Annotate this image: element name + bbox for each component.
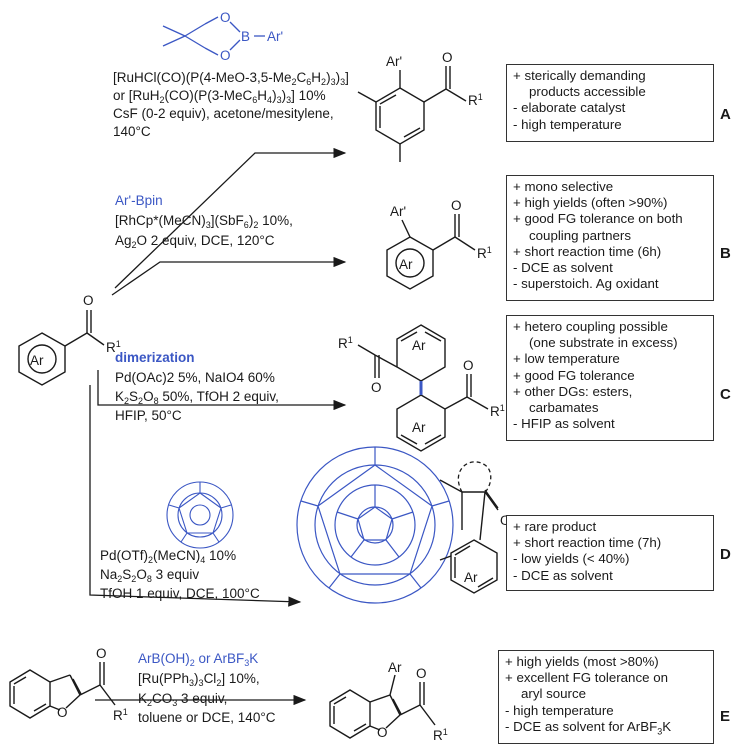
boronate-b: B <box>241 29 250 44</box>
note-d-3: - low yields (< 40%) <box>513 551 630 567</box>
conditions-c-line-2: K2S2O8 50%, TfOH 2 equiv, <box>115 389 279 406</box>
note-d-4: - DCE as solvent <box>513 567 613 583</box>
note-c-3: + low temperature <box>513 351 620 367</box>
reagent-e: ArB(OH)2 or ArBF3K <box>138 651 258 668</box>
row-label-b: B <box>720 245 731 262</box>
product-c-r1-left: R1 <box>338 335 353 351</box>
row-label-d: D <box>720 546 731 563</box>
note-b-3: + good FG tolerance on both <box>513 211 683 227</box>
product-a-ar: Ar' <box>386 54 402 69</box>
note-b-5: + short reaction time (6h) <box>513 243 662 259</box>
note-b-7: - superstoich. Ag oxidant <box>513 276 659 292</box>
product-d-framework <box>439 479 499 594</box>
conditions-e-line-3: toluene or DCE, 140°C <box>138 710 276 725</box>
boronate-o-bottom: O <box>220 48 231 63</box>
product-a-r1: R1 <box>468 92 483 108</box>
product-a <box>357 66 467 162</box>
conditions-c-line-1: Pd(OAc)2 5%, NaIO4 60% <box>115 370 275 385</box>
product-d-ring-dashed <box>457 461 492 493</box>
note-d-1: + rare product <box>513 519 597 534</box>
note-a-2: products accessible <box>529 84 646 100</box>
note-c-4: + good FG tolerance <box>513 367 635 383</box>
product-b-o: O <box>451 198 462 213</box>
note-b-6: - DCE as solvent <box>513 260 613 276</box>
reagent-a-boronate <box>162 16 265 56</box>
notes-box-b: + mono selective + high yields (often >9… <box>506 175 714 301</box>
note-a-4: - high temperature <box>513 116 622 132</box>
product-e-ar: Ar <box>388 660 402 675</box>
note-c-7: - HFIP as solvent <box>513 416 615 432</box>
conditions-b-line-1: [RhCp*(MeCN)3](SbF6)2 10%, <box>115 213 293 230</box>
substrate-e-o-ring: O <box>57 705 68 720</box>
substrate-ar-label: Ar <box>30 353 44 368</box>
conditions-a-line-3: CsF (0-2 equiv), acetone/mesitylene, <box>113 106 334 121</box>
product-c-o-left: O <box>371 380 382 395</box>
reagent-d-fullerene <box>166 481 234 549</box>
row-label-e: E <box>720 708 731 725</box>
reagent-a-ar: Ar' <box>267 29 283 44</box>
note-b-4: coupling partners <box>529 227 632 243</box>
substrate-e-r1: R1 <box>113 707 128 723</box>
conditions-a-line-4: 140°C <box>113 124 151 139</box>
reagent-c: dimerization <box>115 350 195 365</box>
note-e-3: aryl source <box>521 686 587 702</box>
conditions-a-line-2: or [RuH2(CO)(P(3-MeC6H4)3)3] 10% <box>113 88 326 105</box>
product-c <box>357 324 489 452</box>
product-e-o-ring: O <box>377 725 388 740</box>
substrate-e-benzofuran <box>9 662 116 719</box>
note-c-1: + hetero coupling possible <box>513 319 668 334</box>
notes-box-c: + hetero coupling possible (one substrat… <box>506 315 714 441</box>
row-label-c: C <box>720 386 731 403</box>
product-b-ar-ring: Ar <box>399 257 413 272</box>
conditions-a-line-1: [RuHCl(CO)(P(4-MeO-3,5-Me2C6H2)3)3] <box>113 70 349 87</box>
notes-box-e: + high yields (most >80%) + excellent FG… <box>498 650 714 744</box>
note-e-5: - DCE as solvent for ArBF3K <box>505 718 672 737</box>
conditions-e-line-2: K2CO3 3 equiv, <box>138 691 227 708</box>
product-b-r1: R1 <box>477 245 492 261</box>
note-e-4: - high temperature <box>505 702 614 718</box>
note-e-1: + high yields (most >80%) <box>505 654 659 669</box>
arrows <box>89 147 347 706</box>
conditions-d-line-3: TfOH 1 equiv, DCE, 100°C <box>100 586 260 601</box>
conditions-d-line-2: Na2S2O8 3 equiv <box>100 567 199 584</box>
conditions-d-line-1: Pd(OTf)2(MeCN)4 10% <box>100 548 236 565</box>
note-c-5: + other DGs: esters, <box>513 383 633 399</box>
substrate-o-label: O <box>83 293 94 308</box>
product-d-o: O <box>500 513 511 528</box>
boronate-o-top: O <box>220 10 231 25</box>
product-c-o-right: O <box>463 358 474 373</box>
note-a-1: + sterically demanding <box>513 68 646 83</box>
note-e-2: + excellent FG tolerance on <box>505 670 668 686</box>
row-label-a: A <box>720 106 731 123</box>
notes-box-a: + sterically demanding products accessib… <box>506 64 714 142</box>
note-a-3: - elaborate catalyst <box>513 100 626 116</box>
notes-box-d: + rare product + short reaction time (7h… <box>506 515 714 591</box>
product-c-r1-right: R1 <box>490 403 505 419</box>
note-b-1: + mono selective <box>513 179 614 194</box>
conditions-c-line-3: HFIP, 50°C <box>115 408 182 423</box>
substrate-e-o-carbonyl: O <box>96 646 107 661</box>
product-e-benzofuran <box>329 674 436 739</box>
product-e-o-carbonyl: O <box>416 666 427 681</box>
note-c-2: (one substrate in excess) <box>529 335 678 351</box>
conditions-e-line-1: [Ru(PPh3)3Cl2] 10%, <box>138 671 260 688</box>
substrate-aryl-ketone <box>18 310 105 386</box>
product-c-ar-top: Ar <box>412 338 426 353</box>
note-c-6: carbamates <box>529 400 599 416</box>
product-b <box>386 214 476 290</box>
product-b-ar-top: Ar' <box>390 204 406 219</box>
product-e-r1: R1 <box>433 727 448 743</box>
product-d-fullerene <box>296 446 454 604</box>
reagent-b: Ar'-Bpin <box>115 193 163 208</box>
product-a-o: O <box>442 50 453 65</box>
note-b-2: + high yields (often >90%) <box>513 195 668 211</box>
note-d-2: + short reaction time (7h) <box>513 535 662 551</box>
product-c-ar-bottom: Ar <box>412 420 426 435</box>
product-d-ar: Ar <box>464 570 478 585</box>
conditions-b-line-2: Ag2O 2 equiv, DCE, 120°C <box>115 233 275 250</box>
